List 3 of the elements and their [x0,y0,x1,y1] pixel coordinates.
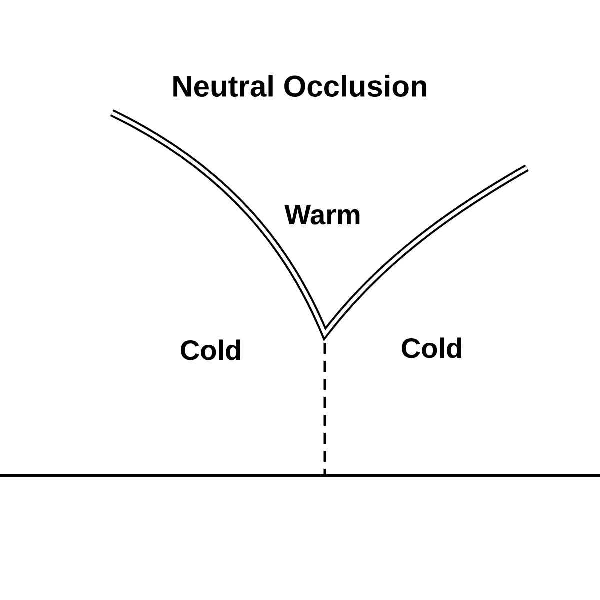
air-mass-label: Cold [402,338,462,358]
title: Neutral Occlusion [174,75,426,98]
air-mass-label: Cold [181,340,240,360]
